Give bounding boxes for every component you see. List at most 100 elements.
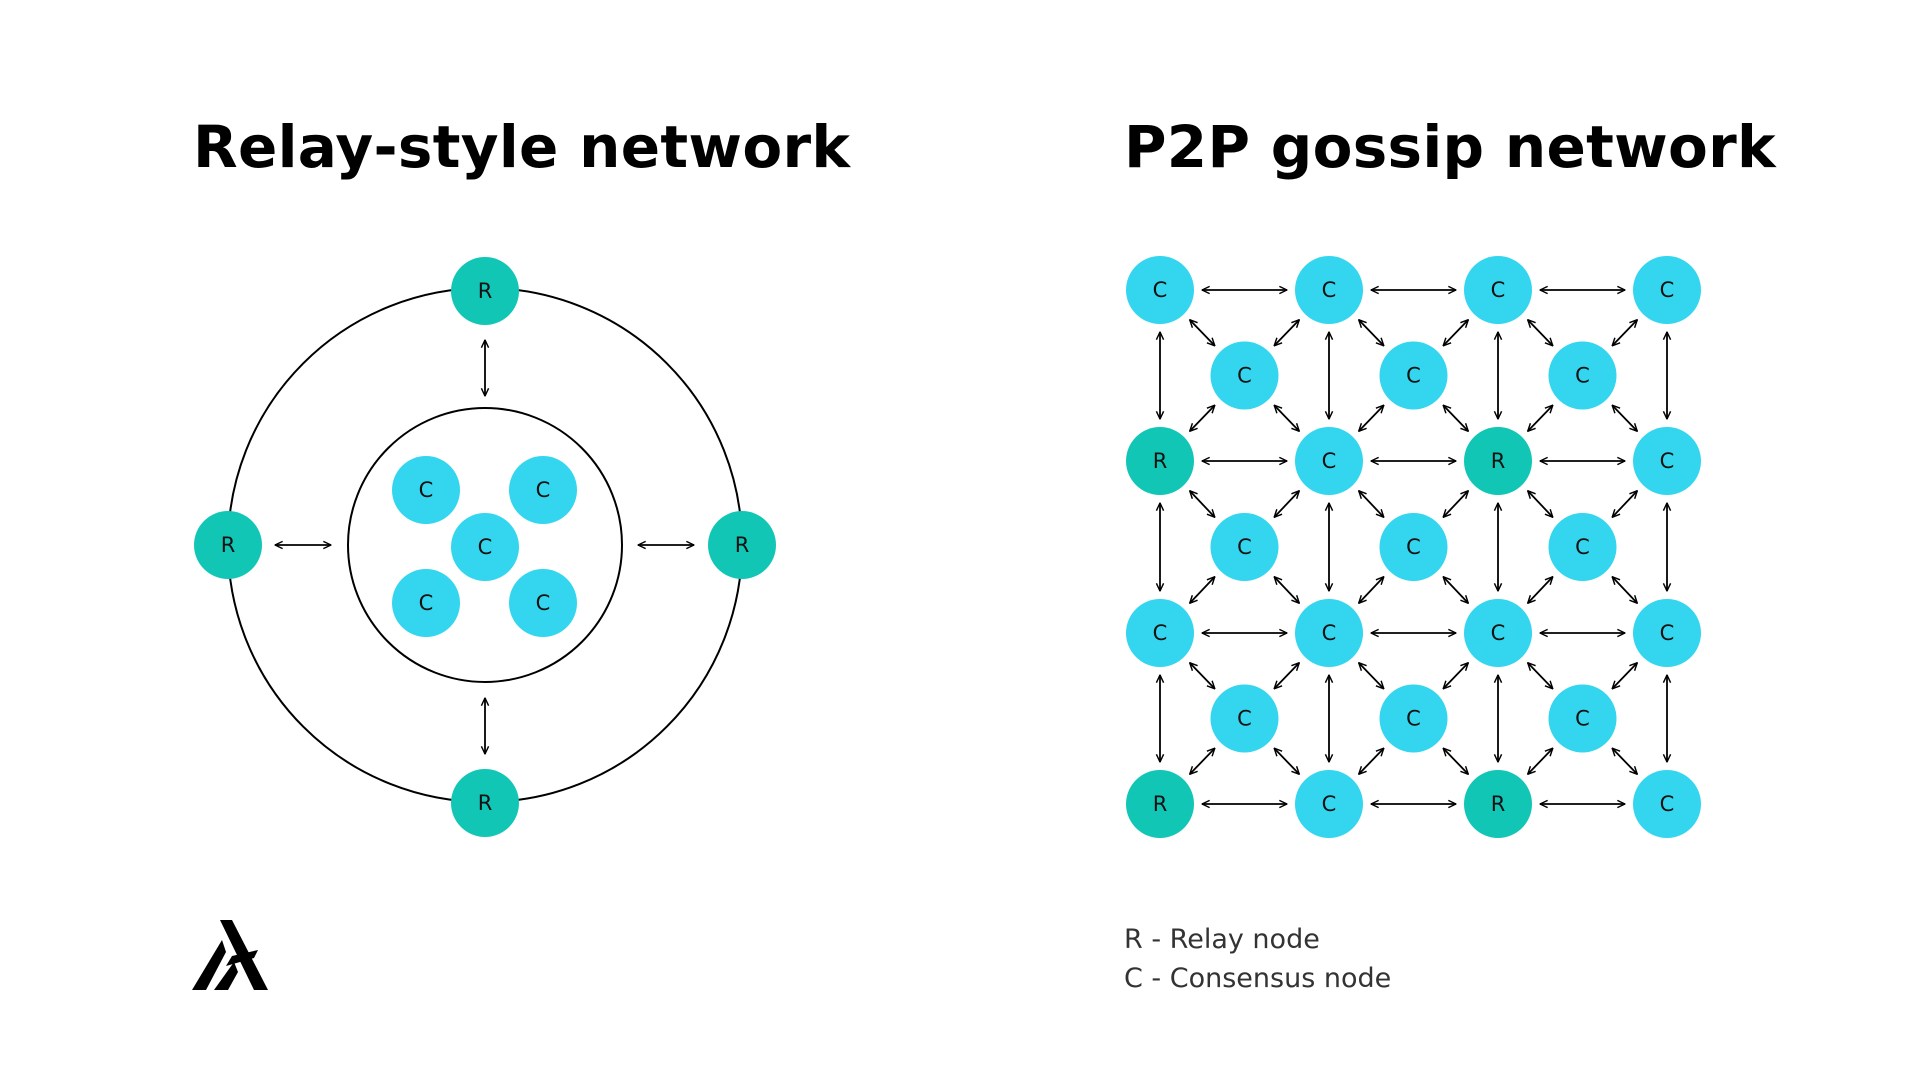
gossip-d-arrow-2-2-2: [1528, 748, 1553, 774]
gossip-d-arrow-0-1-0: [1359, 320, 1384, 346]
relay-inner-node-1-label: C: [536, 478, 551, 502]
gossip-node-3-2-label: R: [1491, 792, 1506, 816]
gossip-offset-node-0-1-circle: [1379, 341, 1448, 410]
relay-outer-node-3-circle: [708, 511, 776, 579]
relay-outer-node-1-label: R: [478, 791, 493, 815]
gossip-node-0-0: C: [1126, 256, 1194, 324]
gossip-network-title: P2P gossip network: [1124, 113, 1776, 181]
gossip-offset-node-2-1-label: C: [1406, 707, 1421, 731]
gossip-offset-node-1-0-label: C: [1237, 535, 1252, 559]
gossip-d-arrow-2-1-1: [1443, 663, 1468, 689]
relay-inner-node-2: C: [451, 513, 519, 581]
gossip-node-2-3-circle: [1633, 599, 1701, 667]
gossip-offset-node-2-0: C: [1210, 684, 1279, 753]
gossip-offset-node-1-1-label: C: [1406, 535, 1421, 559]
gossip-d-arrow-0-2-1: [1612, 320, 1637, 346]
gossip-offset-node-0-1: C: [1379, 341, 1448, 410]
gossip-offset-node-0-0: C: [1210, 341, 1279, 410]
gossip-node-1-1: C: [1295, 427, 1363, 495]
gossip-node-1-0-circle: [1126, 427, 1194, 495]
gossip-node-0-0-label: C: [1153, 278, 1168, 302]
gossip-node-1-3: C: [1633, 427, 1701, 495]
gossip-offset-node-1-0-circle: [1210, 513, 1279, 581]
gossip-node-0-1: C: [1295, 256, 1363, 324]
gossip-offset-node-0-2-circle: [1548, 341, 1617, 410]
gossip-node-2-1-circle: [1295, 599, 1363, 667]
gossip-node-3-0: R: [1126, 770, 1194, 838]
relay-inner-node-3-circle: [392, 569, 460, 637]
gossip-node-2-1-label: C: [1322, 621, 1337, 645]
gossip-d-arrow-1-0-0: [1190, 491, 1215, 518]
gossip-d-arrow-0-1-3: [1443, 405, 1468, 431]
gossip-d-arrow-1-0-2: [1190, 577, 1215, 604]
gossip-offset-node-0-2: C: [1548, 341, 1617, 410]
gossip-node-2-0-circle: [1126, 599, 1194, 667]
gossip-d-arrow-0-1-2: [1359, 405, 1384, 431]
gossip-node-0-3: C: [1633, 256, 1701, 324]
gossip-offset-node-1-1: C: [1379, 513, 1448, 581]
gossip-node-1-1-circle: [1295, 427, 1363, 495]
relay-inner-node-4: C: [509, 569, 577, 637]
gossip-d-arrow-0-0-3: [1274, 405, 1299, 431]
gossip-d-arrow-2-2-3: [1612, 748, 1637, 774]
gossip-node-3-1-circle: [1295, 770, 1363, 838]
relay-inner-node-2-label: C: [478, 535, 493, 559]
gossip-node-2-2-label: C: [1491, 621, 1506, 645]
gossip-node-3-2-circle: [1464, 770, 1532, 838]
gossip-offset-node-1-2: C: [1548, 513, 1617, 581]
legend: R - Relay node C - Consensus node: [1124, 920, 1391, 998]
legend-consensus: C - Consensus node: [1124, 963, 1392, 994]
gossip-offset-node-0-1-label: C: [1406, 364, 1421, 388]
gossip-node-3-0-circle: [1126, 770, 1194, 838]
relay-outer-node-2-label: R: [221, 533, 236, 557]
gossip-node-0-2-circle: [1464, 256, 1532, 324]
gossip-node-1-0-label: R: [1153, 449, 1168, 473]
gossip-node-2-0-label: C: [1153, 621, 1168, 645]
gossip-node-0-0-circle: [1126, 256, 1194, 324]
gossip-offset-node-2-0-circle: [1210, 684, 1279, 753]
gossip-arrows: [1160, 290, 1667, 804]
relay-outer-node-2: R: [194, 511, 262, 579]
gossip-node-2-2-circle: [1464, 599, 1532, 667]
gossip-offset-node-2-2-label: C: [1575, 707, 1590, 731]
relay-arrows: [275, 340, 694, 754]
relay-outer-node-0: R: [451, 257, 519, 325]
gossip-offset-node-2-1-circle: [1379, 684, 1448, 753]
gossip-node-2-1: C: [1295, 599, 1363, 667]
gossip-offset-node-1-2-circle: [1548, 513, 1617, 581]
gossip-node-3-3: C: [1633, 770, 1701, 838]
gossip-d-arrow-1-2-1: [1612, 491, 1637, 518]
relay-outer-node-0-circle: [451, 257, 519, 325]
gossip-d-arrow-2-0-1: [1274, 663, 1299, 689]
gossip-node-3-1-label: C: [1322, 792, 1337, 816]
gossip-node-2-2: C: [1464, 599, 1532, 667]
relay-outer-node-1-circle: [451, 769, 519, 837]
gossip-node-3-2: R: [1464, 770, 1532, 838]
gossip-node-3-3-circle: [1633, 770, 1701, 838]
gossip-node-0-2-label: C: [1491, 278, 1506, 302]
gossip-node-2-3-label: C: [1660, 621, 1675, 645]
gossip-node-2-3: C: [1633, 599, 1701, 667]
relay-inner-ring: [347, 407, 623, 683]
gossip-d-arrow-1-0-1: [1274, 491, 1299, 518]
relay-inner-node-3: C: [392, 569, 460, 637]
gossip-offset-node-1-2-label: C: [1575, 535, 1590, 559]
gossip-offset-node-0-0-circle: [1210, 341, 1279, 410]
gossip-offset-node-2-2-circle: [1548, 684, 1617, 753]
gossip-node-3-0-label: R: [1153, 792, 1168, 816]
relay-inner-node-2-circle: [451, 513, 519, 581]
relay-inner-node-1-circle: [509, 456, 577, 524]
gossip-node-3-3-label: C: [1660, 792, 1675, 816]
gossip-node-0-1-label: C: [1322, 278, 1337, 302]
relay-outer-node-0-label: R: [478, 279, 493, 303]
gossip-d-arrow-0-0-1: [1274, 320, 1299, 346]
gossip-d-arrow-1-0-3: [1274, 577, 1299, 604]
relay-inner-node-0: C: [392, 456, 460, 524]
relay-network-title: Relay-style network: [193, 113, 851, 181]
gossip-d-arrow-2-2-1: [1612, 663, 1637, 689]
